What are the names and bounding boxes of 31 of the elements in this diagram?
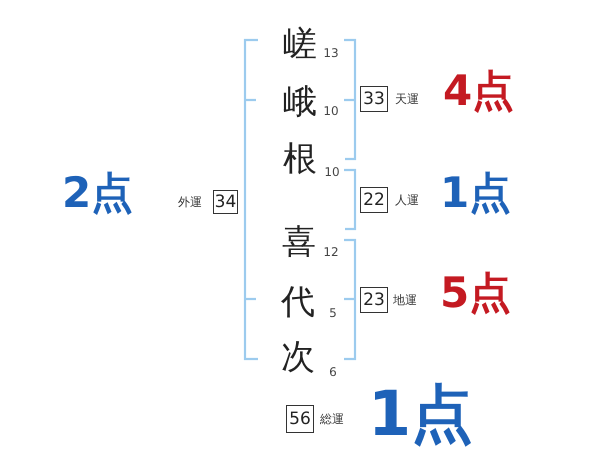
bracket [344, 238, 356, 360]
fortune-label: 人運 [395, 194, 419, 206]
stroke-count: 10 [324, 166, 340, 178]
stroke-count: 13 [323, 47, 339, 59]
number-box: 33 [360, 86, 388, 112]
fortune-label: 総運 [320, 413, 344, 425]
name-character: 峨 [283, 85, 317, 119]
name-character: 根 [283, 142, 317, 176]
stroke-count: 5 [329, 307, 337, 319]
score-label: 5点 [440, 272, 512, 314]
fortune-label: 地運 [393, 294, 417, 306]
number-box: 22 [360, 187, 388, 213]
bracket [344, 38, 356, 160]
fortune-label: 外運 [178, 196, 202, 208]
name-character: 代 [281, 285, 315, 319]
stroke-count: 10 [323, 105, 339, 117]
number-box: 23 [360, 287, 388, 313]
score-label: 1点 [440, 172, 512, 214]
fortune-label: 天運 [395, 93, 419, 105]
stroke-count: 6 [329, 366, 337, 378]
name-character: 喜 [282, 225, 316, 259]
score-label: 2点 [62, 172, 134, 214]
score-label: 1点 [368, 383, 474, 445]
bracket [244, 38, 258, 360]
number-box: 56 [286, 405, 314, 433]
score-label: 4点 [443, 70, 514, 112]
name-character: 次 [281, 340, 315, 374]
name-character: 嵯 [283, 27, 317, 61]
stroke-count: 12 [323, 246, 339, 258]
number-box: 34 [213, 190, 238, 214]
bracket [344, 168, 356, 230]
